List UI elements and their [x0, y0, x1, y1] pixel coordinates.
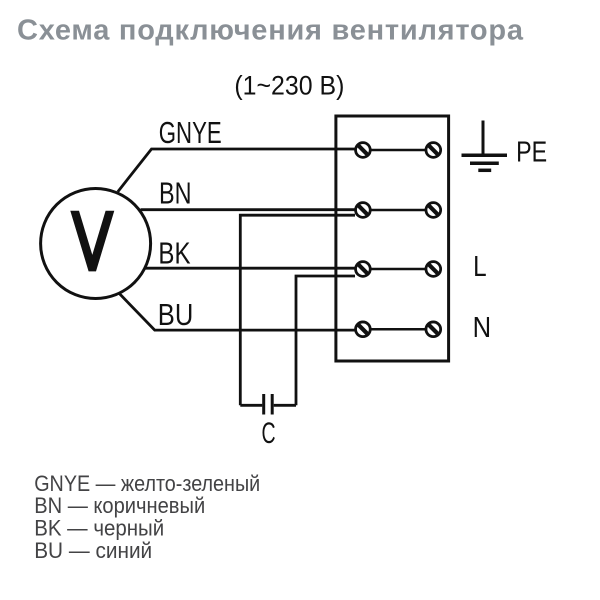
- svg-text:(1~230 В): (1~230 В): [234, 71, 344, 101]
- svg-text:Схема подключения вентилятора: Схема подключения вентилятора: [17, 15, 524, 47]
- svg-text:BK: BK: [158, 237, 190, 271]
- svg-text:C: C: [261, 417, 275, 450]
- svg-text:L: L: [473, 251, 487, 283]
- svg-text:BU — синий: BU — синий: [34, 538, 152, 563]
- svg-text:N: N: [473, 312, 492, 344]
- svg-text:BU: BU: [158, 298, 194, 332]
- svg-text:BN — коричневый: BN — коричневый: [34, 493, 205, 518]
- svg-text:GNYE — желто-зеленый: GNYE — желто-зеленый: [34, 471, 260, 496]
- svg-text:GNYE: GNYE: [159, 115, 222, 150]
- svg-text:BK — черный: BK — черный: [34, 516, 164, 541]
- svg-text:PE: PE: [516, 137, 547, 169]
- svg-text:BN: BN: [159, 177, 192, 211]
